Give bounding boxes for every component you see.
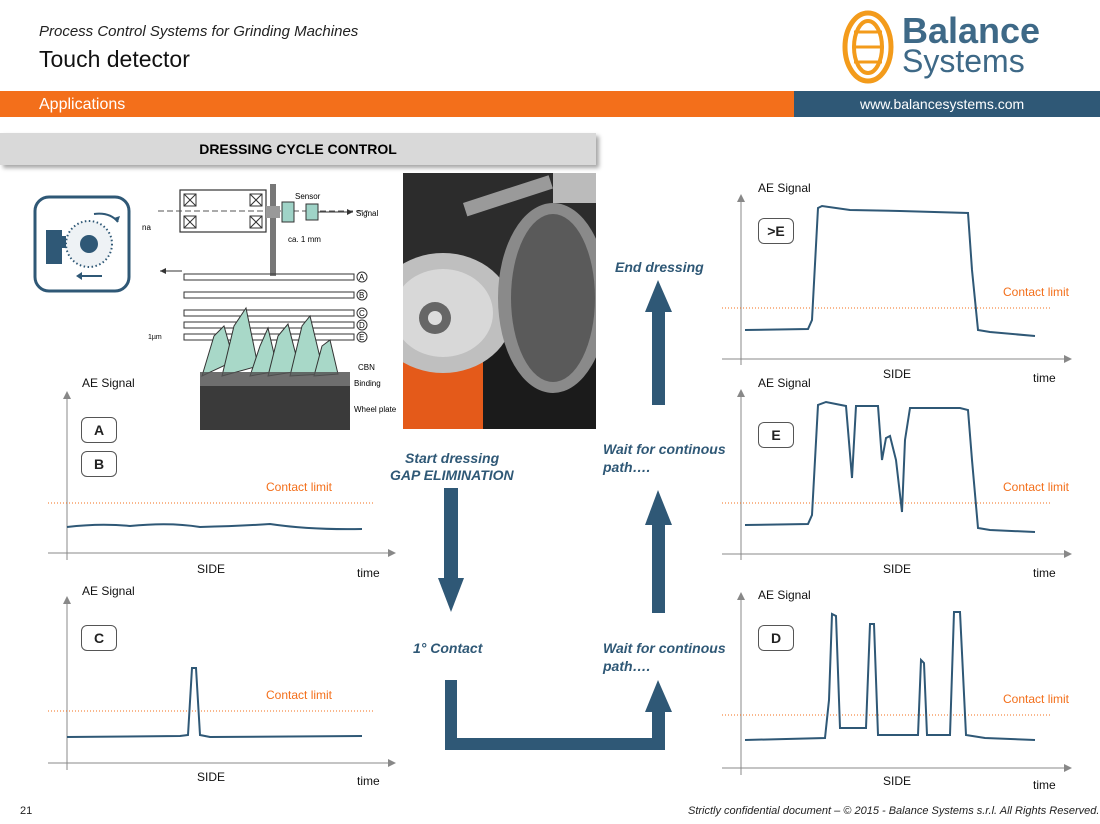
graph-d-xlabel: SIDE (883, 774, 912, 788)
flow-start-text: Start dressing (405, 450, 500, 466)
graph-ab-time-label: time (357, 566, 380, 580)
wheel-rotation-icon (33, 195, 131, 293)
level-label: C (359, 309, 365, 318)
graph-e-ylabel: AE Signal (758, 376, 811, 390)
flow-wait2-text: Wait for continous (603, 441, 726, 457)
sensor-label: Sensor (295, 192, 321, 201)
graph-tag-gt-e: >E (758, 218, 794, 244)
graph-c-xlabel: SIDE (197, 770, 226, 784)
cbn-label: CBN (358, 363, 375, 372)
level-label: A (359, 273, 365, 282)
graph-d-signal (744, 611, 1036, 741)
graph-e-xlabel: SIDE (883, 562, 912, 576)
confidential-notice: Strictly confidential document – © 2015 … (688, 805, 1100, 817)
section-title: DRESSING CYCLE CONTROL (199, 141, 397, 157)
graph-d-time-label: time (1033, 778, 1056, 792)
grinding-machine-photo (403, 173, 596, 429)
arrow-down-icon (444, 488, 458, 578)
flow-arrows (438, 280, 672, 750)
flow-end-text: End dressing (615, 259, 704, 275)
graph-c-signal (66, 667, 363, 739)
arrow-down-head-icon (438, 578, 464, 612)
graph-c-time-label: time (357, 774, 380, 788)
graph-e-time-label: time (1033, 566, 1056, 580)
logo-text-balance: Balance (902, 10, 1041, 51)
website-band (794, 91, 1100, 117)
flow-contact-text: 1° Contact (413, 640, 483, 656)
section-title-box: DRESSING CYCLE CONTROL (0, 133, 596, 165)
level-label: B (359, 291, 364, 300)
graph-gte-signal (744, 204, 1036, 337)
na-label: na (142, 223, 151, 232)
presentation-subtitle: Process Control Systems for Grinding Mac… (39, 23, 359, 40)
dressing-technical-diagram: Sensor Signal ca. 1 mm na A B C D E 1µm … (142, 184, 397, 430)
section-band (0, 91, 794, 117)
balance-logo-icon (842, 10, 894, 84)
graph-c-ylabel: AE Signal (82, 584, 135, 598)
graph-gte-time-label: time (1033, 371, 1056, 385)
page-number: 21 (20, 805, 33, 817)
signal-label: Signal (356, 209, 378, 218)
binding-label: Binding (354, 379, 381, 388)
wheel-plate-label: Wheel plate (354, 405, 397, 414)
flow-wait1b-text: path…. (603, 658, 651, 674)
graph-gte-xlabel: SIDE (883, 367, 912, 381)
level-label: E (359, 333, 364, 342)
graph-ab-ylabel: AE Signal (82, 376, 135, 390)
graph-gte-ylabel: AE Signal (758, 181, 811, 195)
graph-c-contact-label: Contact limit (266, 688, 333, 702)
micron-label: 1µm (148, 334, 162, 341)
section-label: Applications (39, 96, 126, 113)
graph-e-contact-label: Contact limit (1003, 480, 1070, 494)
graph-tag-b: B (81, 451, 117, 477)
graph-tag-a: A (81, 417, 117, 443)
graph-d-ylabel: AE Signal (758, 588, 811, 602)
flow-wait2b-text: path…. (603, 459, 651, 475)
graph-e-signal (744, 400, 1036, 533)
logo-text-systems: Systems (902, 43, 1025, 79)
graph-tag-d: D (758, 625, 794, 651)
graph-ab-xlabel: SIDE (197, 562, 226, 576)
flow-wait1-text: Wait for continous (603, 640, 726, 656)
level-label: D (359, 321, 365, 330)
flow-gap-text: GAP ELIMINATION (390, 467, 514, 483)
gap-label: ca. 1 mm (288, 235, 321, 244)
graph-tag-c: C (81, 625, 117, 651)
slide-title: Touch detector (39, 46, 190, 72)
graph-gte-contact-label: Contact limit (1003, 285, 1070, 299)
graph-ab-contact-label: Contact limit (266, 480, 333, 494)
website-link[interactable]: www.balancesystems.com (860, 96, 1025, 112)
graph-d-contact-label: Contact limit (1003, 692, 1070, 706)
graph-tag-e: E (758, 422, 794, 448)
graph-ab-signal (66, 522, 363, 531)
